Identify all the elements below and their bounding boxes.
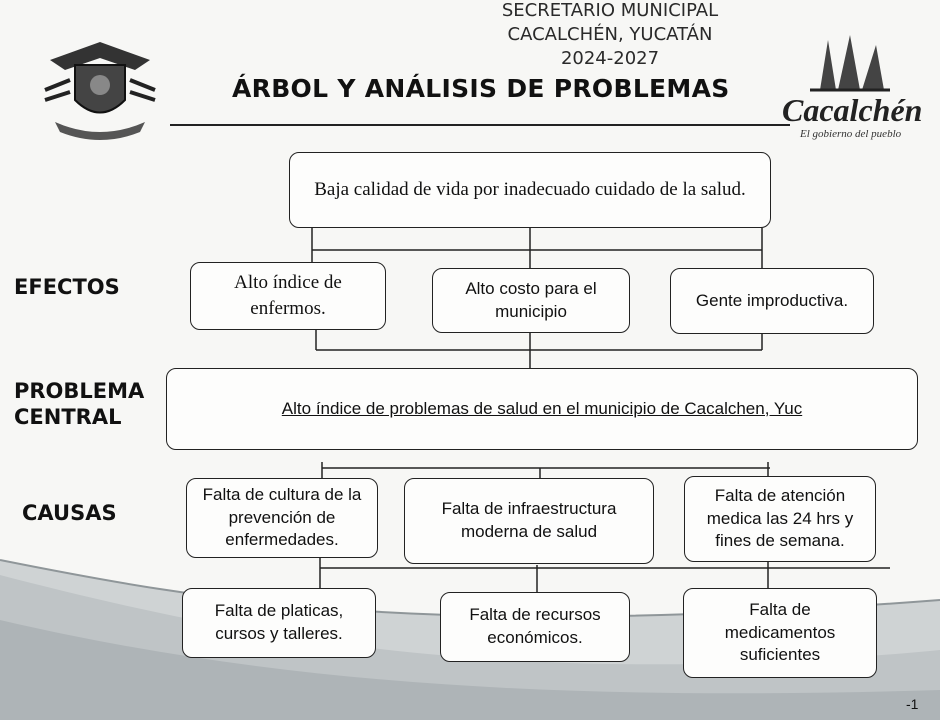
root-cause-box: Falta de medicamentos suficientes	[683, 588, 877, 678]
cause-box: Falta de cultura de la prevención de enf…	[186, 478, 378, 558]
root-cause-text: Falta de medicamentos suficientes	[724, 599, 836, 665]
cause-box: Falta de infraestructura moderna de salu…	[404, 478, 654, 564]
title-divider	[170, 124, 790, 126]
coat-of-arms-logo	[44, 42, 156, 140]
cacalchen-brand-logo	[810, 35, 890, 92]
label-causes: CAUSAS	[22, 501, 117, 525]
page-title: ÁRBOL Y ANÁLISIS DE PROBLEMAS	[232, 74, 730, 103]
header-period: 2024-2027	[560, 48, 660, 69]
root-cause-text: Falta de platicas, cursos y talleres.	[214, 601, 344, 643]
label-central-line1: PROBLEMA	[14, 379, 145, 403]
effect-text: Alto índice de enfermos.	[234, 272, 342, 319]
cause-text: Falta de infraestructura moderna de salu…	[441, 499, 617, 541]
top-effect-box: Baja calidad de vida por inadecuado cuid…	[289, 152, 771, 228]
label-central-line2: CENTRAL	[14, 405, 122, 429]
effect-text: Gente improductiva.	[695, 290, 849, 310]
effect-box: Gente improductiva.	[670, 268, 874, 334]
top-effect-text: Baja calidad de vida por inadecuado cuid…	[314, 179, 746, 201]
root-cause-box: Falta de recursos económicos.	[440, 592, 630, 662]
page-mark: -1	[906, 696, 919, 712]
brand-name: Cacalchén	[782, 92, 923, 128]
effect-box: Alto índice de enfermos.	[190, 262, 386, 330]
cause-text: Falta de cultura de la prevención de enf…	[202, 484, 362, 550]
brand-tagline: El gobierno del pueblo	[800, 128, 902, 140]
root-cause-box: Falta de platicas, cursos y talleres.	[182, 588, 376, 658]
label-effects: EFECTOS	[14, 275, 120, 299]
root-cause-text: Falta de recursos económicos.	[469, 605, 601, 647]
effect-box: Alto costo para el municipio	[432, 268, 630, 333]
cause-box: Falta de atención medica las 24 hrs y fi…	[684, 476, 876, 562]
effect-text: Alto costo para el municipio	[465, 278, 597, 321]
central-problem-text: Alto índice de problemas de salud en el …	[281, 398, 803, 418]
header-location: CACALCHÉN, YUCATÁN	[507, 24, 713, 45]
cause-text: Falta de atención medica las 24 hrs y fi…	[706, 485, 854, 551]
header-department: SECRETARIO MUNICIPAL	[501, 0, 719, 21]
central-problem-box: Alto índice de problemas de salud en el …	[166, 368, 918, 450]
